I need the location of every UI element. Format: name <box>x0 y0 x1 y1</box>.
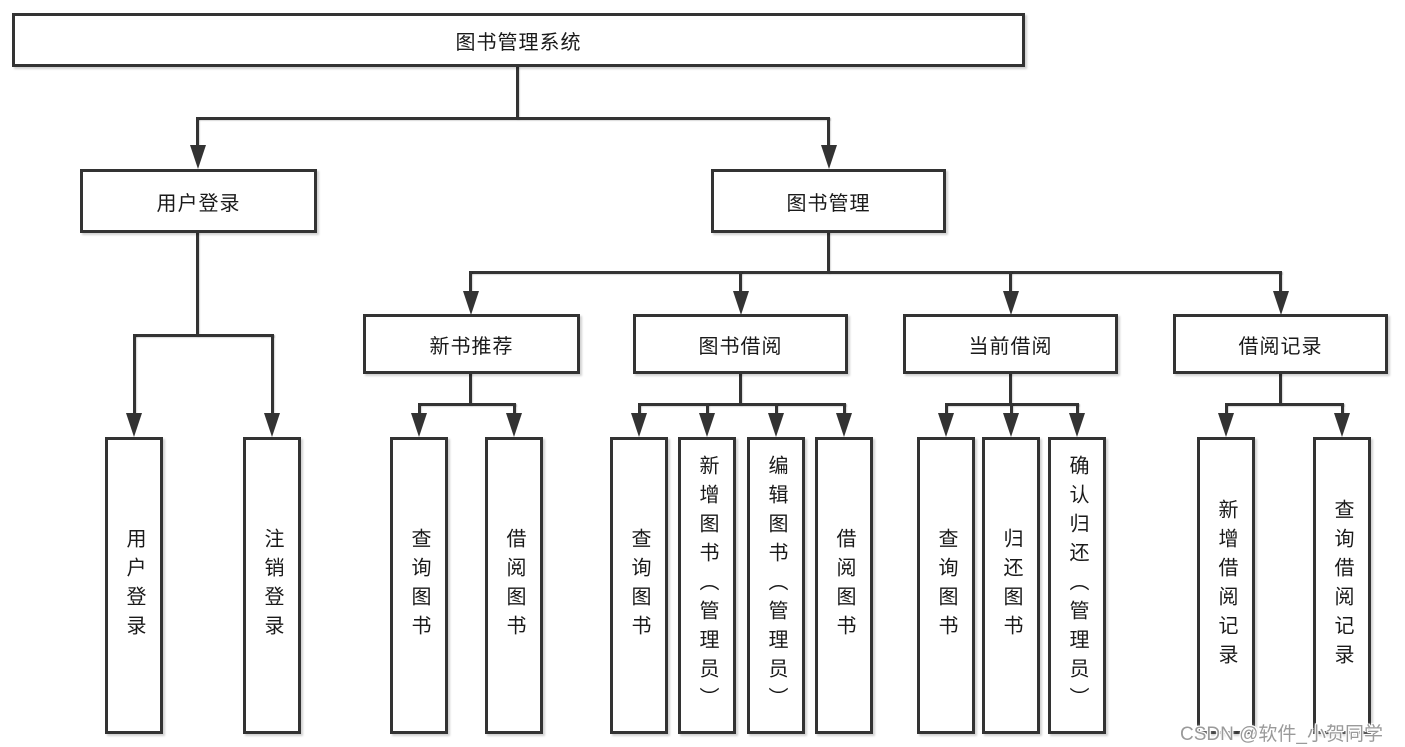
leaf-records-query-record-label: 查询借阅记录 <box>1331 498 1353 673</box>
leaf-current-query-books: 查询图书 <box>917 437 975 734</box>
arrow-down-icon <box>411 413 427 437</box>
connector-borrow-records-stub <box>1279 372 1282 405</box>
connector-book-borrow-stub <box>739 372 742 405</box>
leaf-borrow-borrow-books-label: 借阅图书 <box>833 527 855 644</box>
csdn-watermark: CSDN @软件_小贺同学 <box>1180 724 1383 745</box>
leaf-borrow-query-books: 查询图书 <box>610 437 668 734</box>
leaf-current-confirm-return-admin: 确认归还（管理员） <box>1048 437 1106 734</box>
node-user-login-label: 用户登录 <box>156 192 241 215</box>
connector-to-leaf-logout <box>270 334 274 418</box>
connector-to-leaf <box>1340 403 1344 417</box>
connector-user-login-stub <box>196 230 199 336</box>
leaf-recommend-query-books-label: 查询图书 <box>408 527 430 644</box>
leaf-borrow-query-books-label: 查询图书 <box>628 527 650 644</box>
arrow-down-icon <box>1069 413 1085 437</box>
arrow-down-icon <box>699 413 715 437</box>
connector-to-leaf <box>774 403 778 417</box>
connector-to-borrow-records <box>1279 271 1282 293</box>
arrow-down-icon <box>189 145 206 169</box>
leaf-records-add-record-label: 新增借阅记录 <box>1215 498 1237 673</box>
connector-root-to-book-management <box>827 117 830 151</box>
node-user-login: 用户登录 <box>80 169 317 233</box>
node-new-book-recommend-label: 新书推荐 <box>429 335 514 358</box>
connector-to-current-borrow <box>1009 271 1012 293</box>
leaf-borrow-add-books-admin: 新增图书（管理员） <box>678 437 736 734</box>
arrow-down-icon <box>1218 413 1234 437</box>
connector-book-borrow-bus <box>637 403 846 406</box>
leaf-recommend-borrow-books-label: 借阅图书 <box>503 527 525 644</box>
connector-new-book-recommend-bus <box>417 403 516 406</box>
node-book-borrow: 图书借阅 <box>633 314 848 374</box>
connector-root-to-user-login <box>196 117 199 151</box>
node-borrow-records-label: 借阅记录 <box>1238 335 1323 358</box>
connector-book-management-bus <box>469 271 1282 274</box>
node-borrow-records: 借阅记录 <box>1173 314 1388 374</box>
arrow-down-icon <box>1334 413 1350 437</box>
leaf-logout-label: 注销登录 <box>261 527 283 644</box>
leaf-borrow-edit-books-admin-label: 编辑图书（管理员） <box>765 455 787 716</box>
leaf-user-login-label: 用户登录 <box>123 527 145 644</box>
node-new-book-recommend: 新书推荐 <box>363 314 580 374</box>
leaf-current-query-books-label: 查询图书 <box>935 527 957 644</box>
connector-book-management-stub <box>827 230 830 273</box>
arrow-down-icon <box>462 291 479 315</box>
connector-current-borrow-stub <box>1009 372 1012 405</box>
node-book-management-label: 图书管理 <box>786 192 871 215</box>
connector-to-leaf <box>705 403 709 417</box>
connector-to-leaf <box>1224 403 1228 417</box>
node-current-borrow-label: 当前借阅 <box>968 335 1053 358</box>
leaf-current-return-books-label: 归还图书 <box>1000 527 1022 644</box>
connector-user-login-bus <box>132 334 274 337</box>
arrow-down-icon <box>631 413 647 437</box>
arrow-down-icon <box>506 413 522 437</box>
arrow-down-icon <box>264 413 280 437</box>
connector-to-leaf <box>944 403 948 417</box>
connector-to-leaf <box>1075 403 1079 417</box>
node-root-label: 图书管理系统 <box>455 31 582 54</box>
leaf-user-login: 用户登录 <box>105 437 163 734</box>
node-book-borrow-label: 图书借阅 <box>698 335 783 358</box>
arrow-down-icon <box>1272 291 1289 315</box>
connector-root-stub <box>515 66 519 119</box>
arrow-down-icon <box>1002 291 1019 315</box>
leaf-records-add-record: 新增借阅记录 <box>1197 437 1255 734</box>
leaf-borrow-borrow-books: 借阅图书 <box>815 437 873 734</box>
leaf-current-confirm-return-admin-label: 确认归还（管理员） <box>1066 455 1088 716</box>
node-root: 图书管理系统 <box>12 13 1025 67</box>
arrow-down-icon <box>126 413 142 437</box>
connector-new-book-recommend-stub <box>469 372 472 405</box>
node-current-borrow: 当前借阅 <box>903 314 1118 374</box>
arrow-down-icon <box>768 413 784 437</box>
connector-to-leaf-user-login <box>132 334 136 418</box>
connector-borrow-records-bus <box>1224 403 1344 406</box>
connector-to-new-book-recommend <box>469 271 472 293</box>
leaf-recommend-borrow-books: 借阅图书 <box>485 437 543 734</box>
connector-to-leaf <box>417 403 421 417</box>
leaf-current-return-books: 归还图书 <box>982 437 1040 734</box>
connector-to-leaf <box>842 403 846 417</box>
arrow-down-icon <box>1003 413 1019 437</box>
connector-to-book-borrow <box>739 271 742 293</box>
leaf-logout: 注销登录 <box>243 437 301 734</box>
arrow-down-icon <box>938 413 954 437</box>
connector-root-bus <box>196 117 830 120</box>
arrow-down-icon <box>732 291 749 315</box>
arrow-down-icon <box>836 413 852 437</box>
leaf-borrow-add-books-admin-label: 新增图书（管理员） <box>696 455 718 716</box>
leaf-recommend-query-books: 查询图书 <box>390 437 448 734</box>
connector-to-leaf <box>512 403 516 417</box>
connector-to-leaf <box>1009 403 1013 417</box>
leaf-borrow-edit-books-admin: 编辑图书（管理员） <box>747 437 805 734</box>
connector-to-leaf <box>637 403 641 417</box>
node-book-management: 图书管理 <box>711 169 946 233</box>
arrow-down-icon <box>820 145 837 169</box>
leaf-records-query-record: 查询借阅记录 <box>1313 437 1371 734</box>
